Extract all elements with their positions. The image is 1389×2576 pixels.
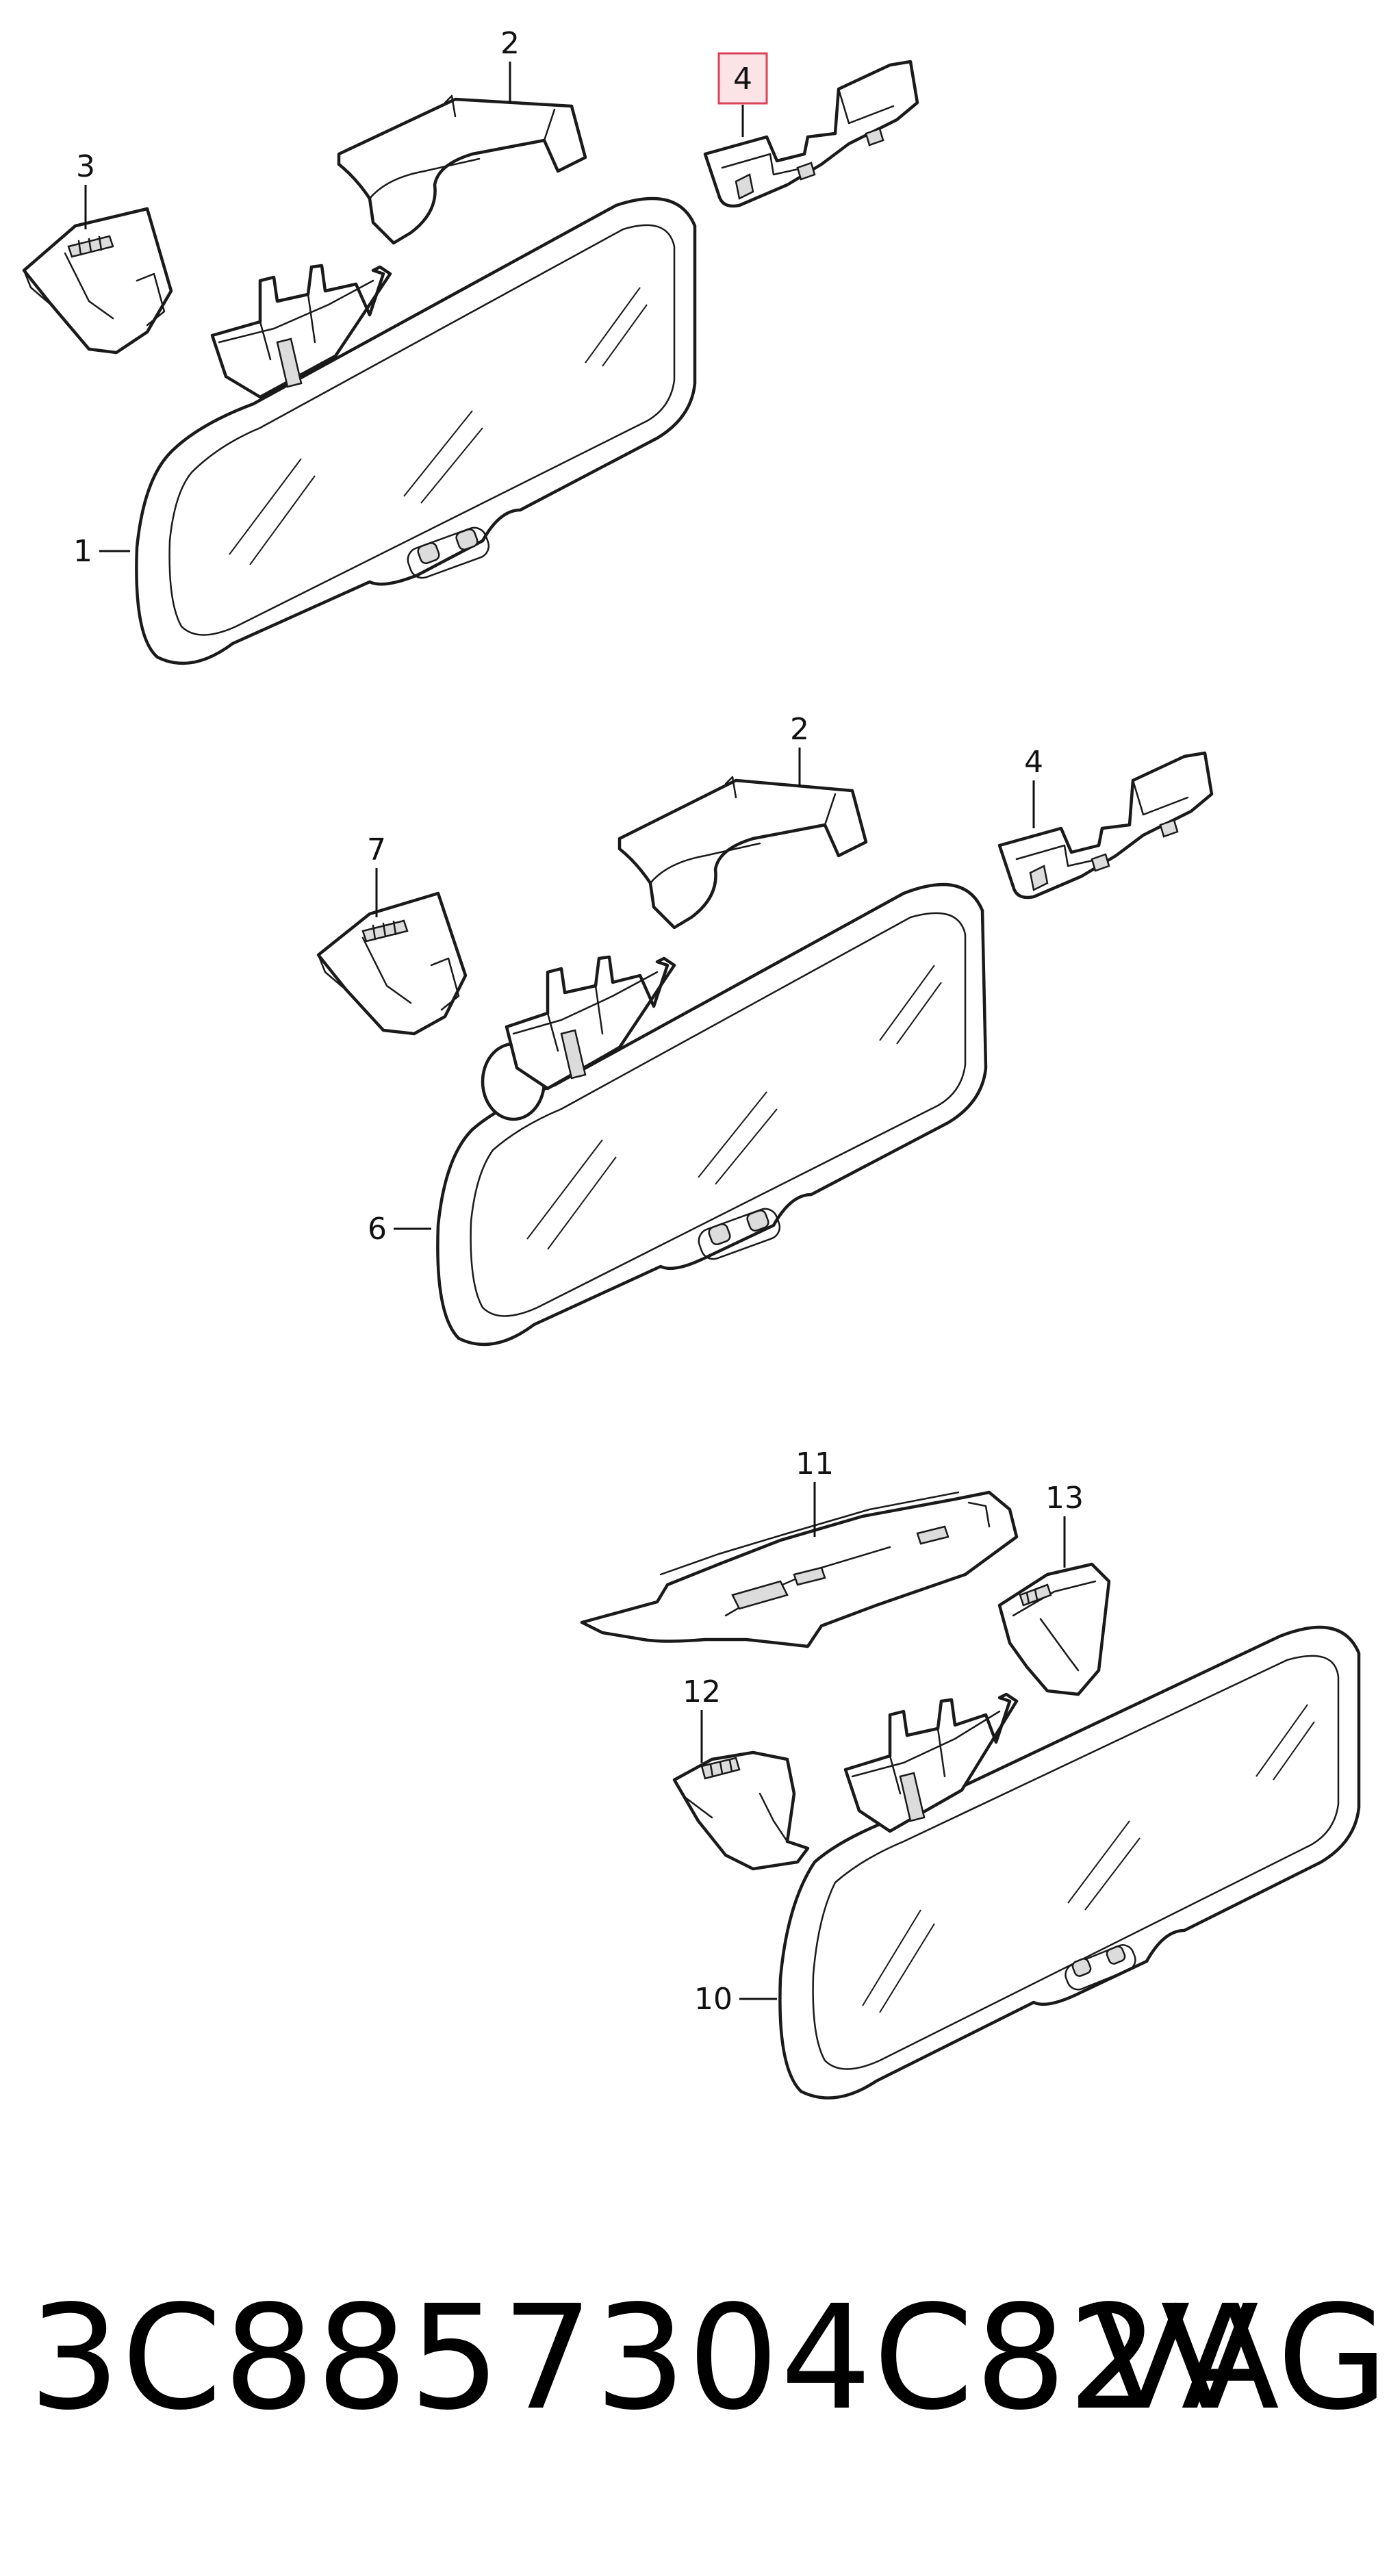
group-2-mirror-assembly: 2 4 7 6 bbox=[316, 712, 1214, 1347]
mirror-cover-upper-2 bbox=[337, 94, 587, 245]
part-label-4b: 4 bbox=[1024, 745, 1043, 780]
highlight-box bbox=[717, 52, 768, 105]
rearview-mirror-1 bbox=[135, 196, 697, 665]
part-label-2: 2 bbox=[500, 26, 520, 61]
mirror-cover-left-12 bbox=[672, 1750, 810, 1871]
mirror-cover-upper-2b bbox=[617, 776, 868, 930]
part-label-13: 13 bbox=[1045, 1481, 1084, 1516]
part-label-10: 10 bbox=[694, 1982, 732, 2017]
group-1-mirror-assembly: 1 2 3 4 bbox=[22, 26, 919, 665]
mounting-bracket-1 bbox=[210, 264, 392, 399]
rearview-mirror-6 bbox=[436, 882, 988, 1347]
mounting-bracket-3 bbox=[843, 1692, 1019, 1833]
part-label-12: 12 bbox=[683, 1674, 721, 1709]
mounting-bracket-2 bbox=[481, 955, 676, 1121]
mirror-cover-right-4b bbox=[997, 751, 1214, 900]
part-label-11: 11 bbox=[795, 1446, 834, 1481]
part-label-3: 3 bbox=[76, 149, 95, 184]
part-label-2b: 2 bbox=[790, 712, 809, 747]
mirror-trim-11 bbox=[580, 1490, 1019, 1648]
mirror-cover-left-3 bbox=[22, 207, 173, 355]
mirror-cover-left-7 bbox=[316, 891, 468, 1036]
part-label-6: 6 bbox=[368, 1212, 387, 1247]
group-3-mirror-assembly: 11 13 12 10 bbox=[580, 1446, 1361, 2100]
mirror-cover-right-4 bbox=[703, 60, 919, 208]
part-label-7: 7 bbox=[367, 832, 386, 867]
mirror-cover-right-13 bbox=[997, 1562, 1111, 1696]
part-label-4-highlighted: 4 bbox=[733, 62, 752, 97]
brand-caption: VAG bbox=[1092, 2274, 1388, 2442]
part-number-caption: 3C8857304C82V bbox=[29, 2274, 1261, 2442]
rearview-mirror-10 bbox=[778, 1625, 1361, 2100]
part-label-1: 1 bbox=[73, 534, 92, 569]
